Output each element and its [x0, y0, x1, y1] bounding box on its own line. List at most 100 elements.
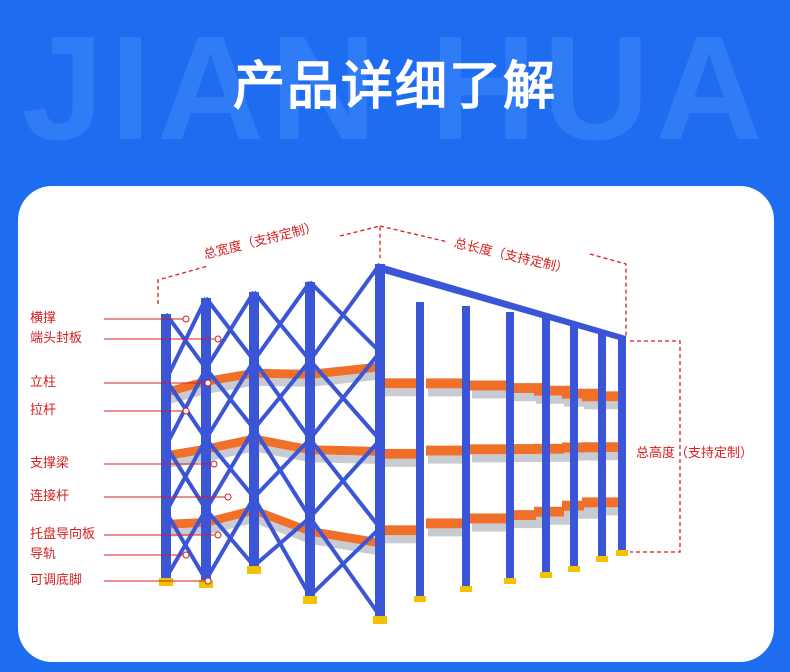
part-label-support-beam: 支撑梁 [30, 456, 70, 471]
end-plate [254, 434, 310, 455]
part-label-guide-rail: 导轨 [30, 547, 57, 562]
height-dim [630, 340, 681, 553]
length-dim-right [589, 253, 627, 336]
guide-rail-segment [508, 454, 548, 463]
cross-brace [308, 280, 382, 354]
cross-brace [308, 262, 382, 362]
leader-dot [214, 335, 222, 343]
upright [161, 314, 171, 578]
support-beam [470, 380, 514, 391]
adjustable-foot [414, 596, 426, 602]
upright [542, 318, 550, 572]
cross-brace [252, 437, 312, 499]
support-beam [534, 385, 578, 396]
guide-rail-segment [508, 520, 548, 529]
part-label-tie-rod: 拉杆 [30, 403, 57, 418]
guide-rail-segment [428, 388, 468, 397]
guide-rail-segment [536, 453, 576, 462]
leader-dot [224, 493, 232, 501]
part-label-upright: 立柱 [30, 375, 57, 390]
upright [570, 324, 578, 566]
support-beam [534, 506, 578, 517]
page-title: 产品详细了解 [232, 57, 557, 117]
adjustable-foot [616, 550, 628, 556]
cross-brace [308, 359, 382, 442]
part-label-pallet-guide: 托盘导向板 [30, 527, 96, 542]
cross-brace [308, 438, 382, 519]
support-beam [470, 444, 514, 455]
leader-dot [182, 407, 190, 415]
adjustable-foot [460, 586, 472, 592]
cross-brace [204, 290, 256, 370]
guide-rail-segment [382, 388, 422, 397]
product-detail-card: 总宽度（支持定制） 总长度（支持定制） 总高度（支持定制） 横撑 端头封板 立柱… [18, 186, 774, 662]
guide-rail-segment [472, 390, 512, 399]
cross-brace [308, 516, 382, 618]
part-label-cross-brace: 横撑 [30, 311, 57, 326]
guide-rail-segment [428, 528, 468, 537]
support-beam [380, 525, 424, 536]
cross-brace [204, 359, 256, 441]
end-plate [310, 445, 380, 457]
support-beam [426, 445, 470, 456]
support-beam [426, 518, 470, 529]
support-beam [426, 378, 470, 389]
support-beam [470, 513, 514, 524]
leader-dot [204, 379, 212, 387]
upright [201, 298, 211, 580]
part-label-connector-rod: 连接杆 [30, 489, 70, 504]
cross-brace [252, 496, 312, 597]
adjustable-foot [159, 578, 173, 586]
guide-rail-segment [536, 395, 576, 404]
end-plate [206, 434, 254, 454]
support-beam [506, 383, 550, 394]
adjustable-foot [568, 566, 580, 572]
upright [305, 282, 315, 596]
length-dim-left [379, 225, 449, 243]
background-watermark: JIAN HUA [21, 6, 769, 171]
adjustable-foot [504, 578, 516, 584]
cross-brace [308, 437, 382, 530]
cross-brace [252, 359, 312, 431]
width-dim-right [339, 225, 381, 258]
support-beam [506, 510, 550, 521]
upright [618, 338, 626, 550]
cross-brace [164, 367, 208, 447]
support-beam [380, 378, 424, 389]
guide-rail-segment [382, 458, 422, 467]
leader-dot [204, 577, 212, 585]
adjustable-foot [247, 566, 261, 574]
cross-brace [252, 280, 312, 362]
upright [416, 302, 424, 596]
cross-brace [252, 359, 312, 441]
upright [375, 264, 385, 616]
cross-brace [204, 496, 256, 582]
shuttle-rack-illustration [104, 225, 681, 624]
cross-brace [164, 438, 208, 513]
support-beam [380, 448, 424, 459]
cross-brace [308, 350, 382, 441]
support-beam [506, 444, 550, 455]
upright [598, 332, 606, 556]
end-plate [310, 362, 380, 379]
cross-brace [252, 515, 312, 568]
leader-dot [182, 551, 190, 559]
leader-dot [182, 315, 190, 323]
adjustable-foot [540, 572, 552, 578]
cross-brace [252, 427, 312, 519]
guide-rail-segment [428, 455, 468, 464]
dimension-lines [157, 225, 681, 553]
cross-brace [308, 526, 382, 598]
part-label-adjustable-foot: 可调底脚 [30, 573, 83, 588]
height-dimension-label: 总高度（支持定制） [636, 446, 754, 461]
adjustable-foot [303, 596, 317, 604]
cross-brace [252, 290, 312, 362]
upright [462, 306, 470, 586]
guide-rail-segment [382, 535, 422, 544]
guide-rail-segment [536, 516, 576, 525]
top-tie-rod [380, 264, 626, 342]
guide-rail-segment [508, 393, 548, 402]
guide-rail-segment [472, 523, 512, 532]
adjustable-foot [199, 580, 213, 588]
guide-rail [254, 377, 310, 387]
